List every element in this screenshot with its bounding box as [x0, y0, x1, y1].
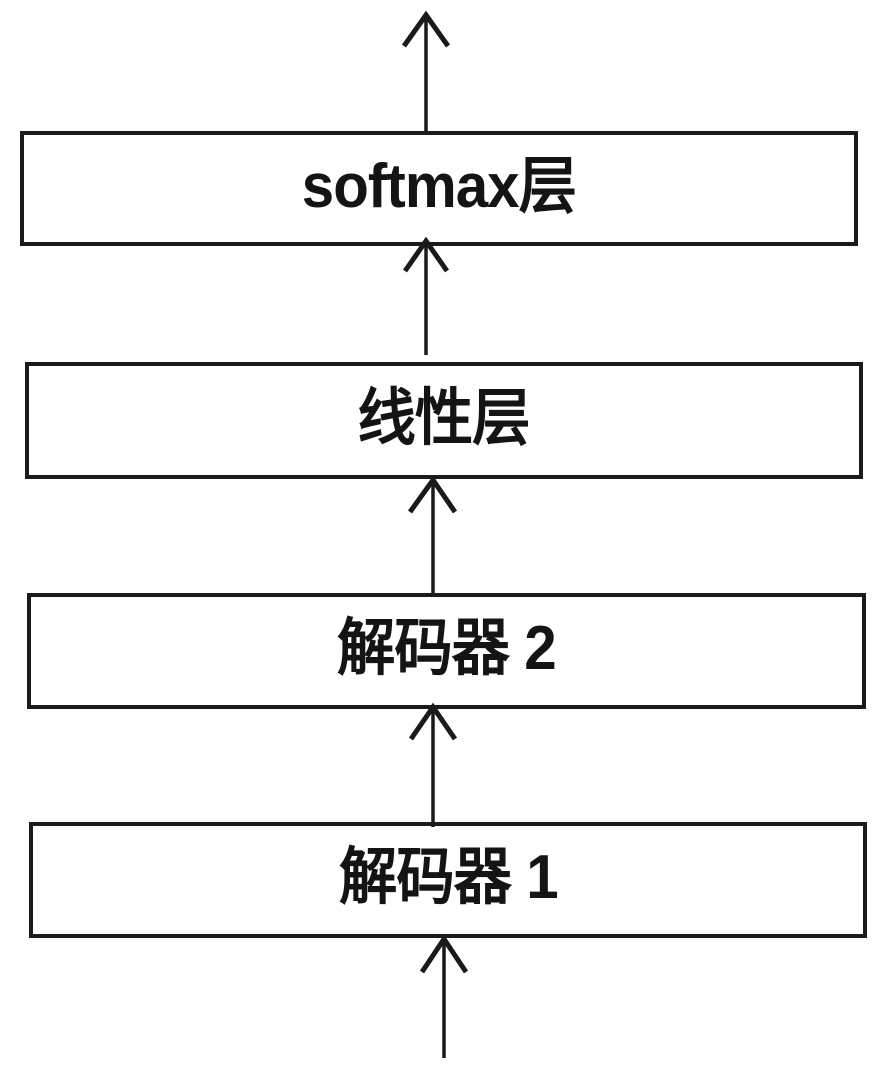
- node-linear-layer-label: 线性层: [357, 383, 531, 453]
- node-decoder-2-label: 解码器 2: [337, 614, 557, 683]
- node-decoder-1: 解码器 1: [29, 822, 867, 938]
- arrow-input-to-decoder1: [419, 934, 469, 1058]
- arrow-linear-to-softmax: [402, 236, 450, 355]
- arrow-softmax-to-output: [401, 10, 451, 131]
- node-linear-layer: 线性层: [25, 362, 863, 479]
- arrow-decoder1-to-decoder2: [408, 702, 458, 827]
- node-decoder-1-label: 解码器 1: [338, 843, 559, 912]
- node-softmax-layer: softmax层: [20, 131, 858, 246]
- node-decoder-2: 解码器 2: [27, 593, 866, 709]
- node-softmax-layer-label: softmax层: [301, 151, 577, 221]
- arrow-decoder2-to-linear: [407, 475, 458, 596]
